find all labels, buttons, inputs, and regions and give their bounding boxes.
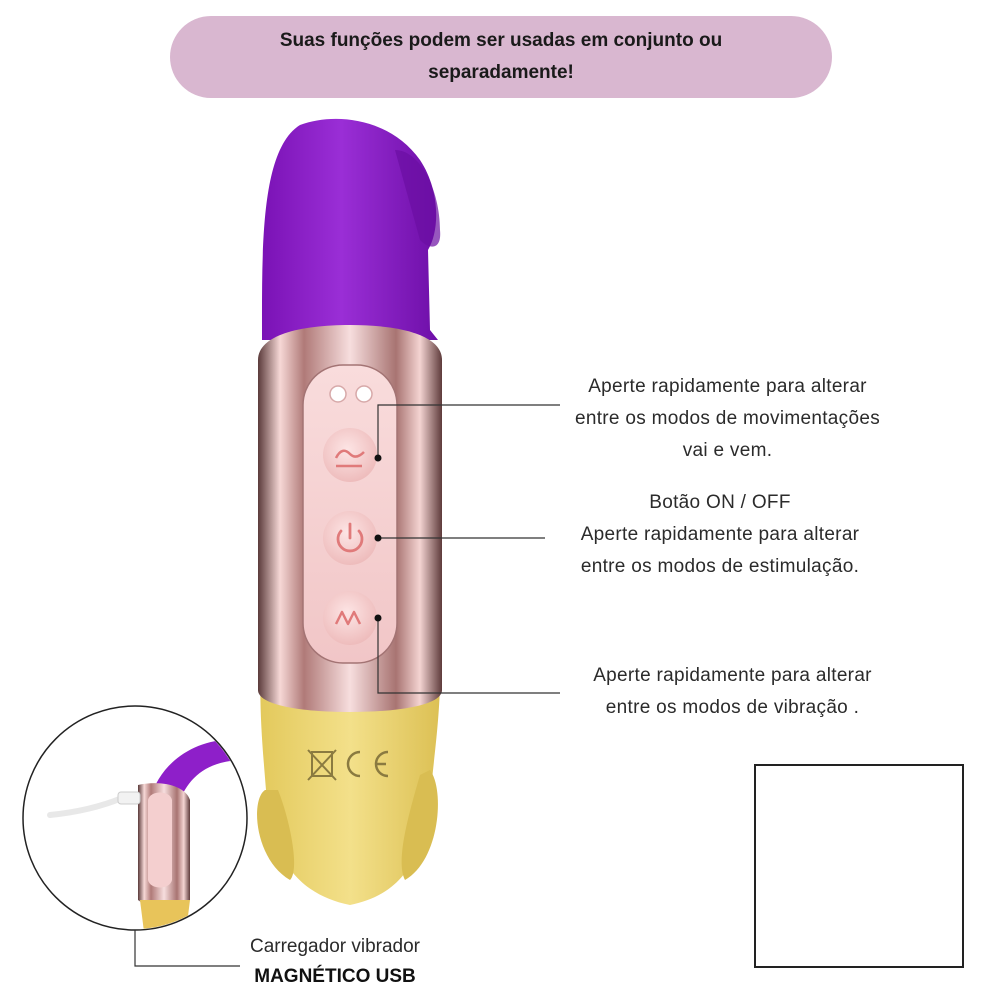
charger-label-bold: MAGNÉTICO USB — [254, 966, 416, 987]
banner-text: Suas funções podem ser usadas em conjunt… — [279, 30, 723, 83]
weee-bin-icon — [307, 749, 337, 781]
wave-icon — [334, 449, 365, 459]
power-button[interactable] — [323, 511, 377, 565]
charger-inset — [22, 705, 248, 931]
purple-tip — [395, 150, 441, 247]
magnetic-plug — [117, 791, 141, 805]
base-bump-right — [401, 770, 438, 880]
movement-button[interactable] — [323, 428, 377, 482]
purple-head — [261, 118, 438, 340]
base-bump-left — [257, 790, 295, 880]
charger-label: Carregador vibrador — [249, 936, 421, 957]
charger-cable — [47, 795, 125, 818]
vibrator-body — [257, 118, 442, 905]
info-banner: Suas funções podem ser usadas em conjunt… — [170, 16, 832, 98]
charger-leader — [134, 930, 240, 967]
charger-caption: Carregador vibrador MAGNÉTICO USB — [220, 932, 450, 992]
vibration-button[interactable] — [323, 591, 377, 645]
power-title: Botão ON / OFF — [649, 492, 791, 513]
ce-mark-icon — [346, 750, 389, 778]
vibration-leader — [377, 618, 560, 694]
callout-lines — [377, 404, 560, 694]
charge-pin-left — [329, 385, 347, 403]
power-callout: Botão ON / OFF Aperte rapidamente para a… — [550, 487, 890, 583]
movement-leader — [377, 404, 560, 458]
power-dot — [374, 534, 382, 542]
movement-dot — [374, 454, 382, 462]
charge-pin-right — [355, 385, 373, 403]
vibration-dot — [374, 614, 382, 622]
cable-box-frame — [754, 764, 964, 968]
power-icon — [336, 522, 364, 553]
zigzag-icon — [334, 610, 362, 626]
movement-callout: Aperte rapidamente para alterar entre os… — [574, 376, 880, 461]
vibration-callout: Aperte rapidamente para alterar entre os… — [593, 665, 872, 718]
